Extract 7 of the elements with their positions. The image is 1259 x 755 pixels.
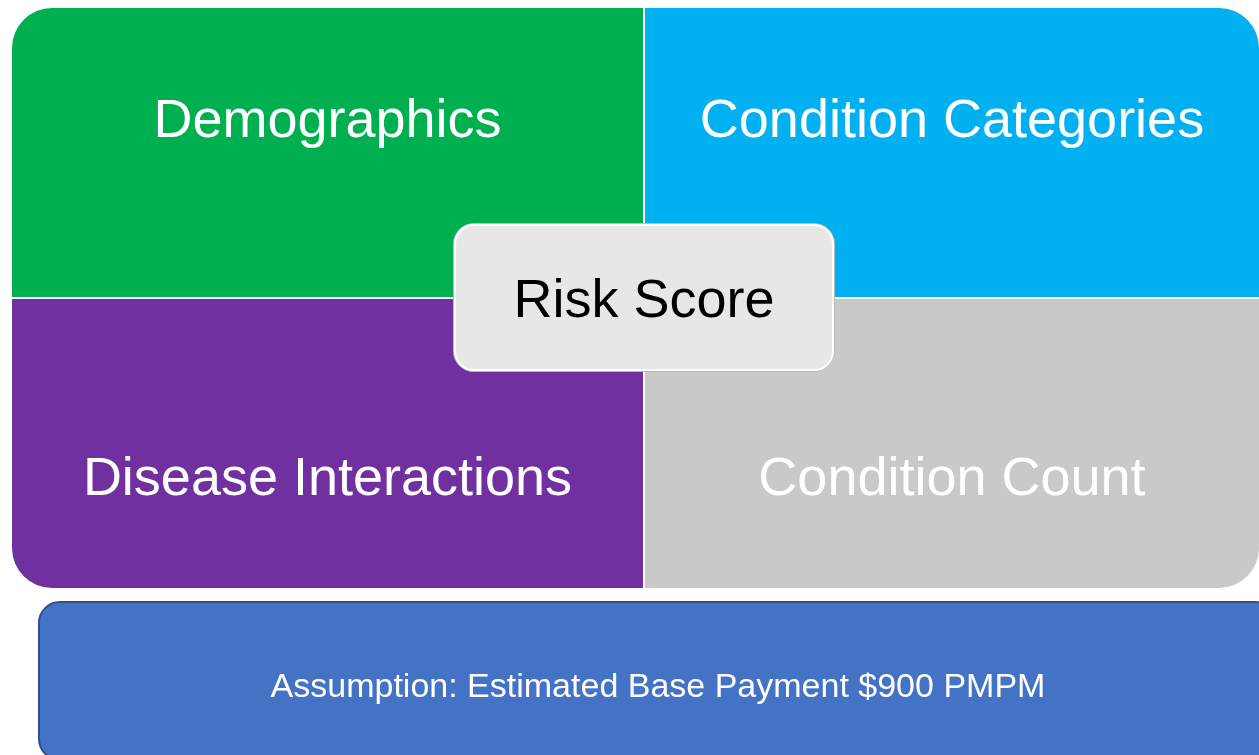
center-box: [454, 224, 834, 371]
center-label: Risk Score: [512, 267, 776, 330]
category-label: Disease Interactions: [81, 445, 574, 508]
category-label: Demographics: [152, 87, 503, 150]
category-label: Condition Categories: [698, 87, 1206, 150]
note-bar: [38, 601, 1259, 755]
note-text: Assumption: Estimated Base Payment $900 PMPM: [269, 665, 1047, 706]
